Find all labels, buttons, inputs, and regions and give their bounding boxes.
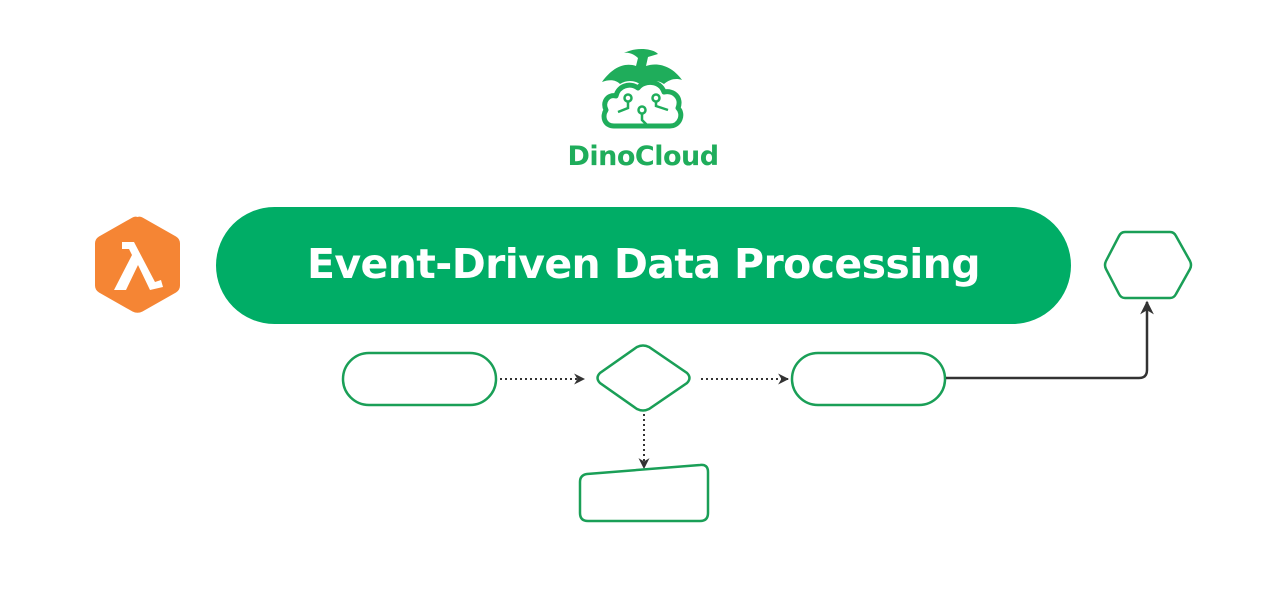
brand-name: DinoCloud: [567, 141, 719, 172]
dinocloud-logo-icon: [598, 46, 686, 132]
start-terminator-node[interactable]: [341, 351, 498, 407]
preparation-hexagon-node[interactable]: [1103, 230, 1193, 300]
process-terminator-node[interactable]: [790, 351, 947, 407]
page-title: Event-Driven Data Processing: [306, 239, 981, 288]
decision-diamond-node[interactable]: [596, 344, 691, 412]
manual-input-node[interactable]: [578, 463, 710, 523]
aws-lambda-icon: [92, 214, 183, 315]
connector-process-to-preparation: [946, 300, 1154, 380]
title-banner: Event-Driven Data Processing: [216, 207, 1071, 324]
